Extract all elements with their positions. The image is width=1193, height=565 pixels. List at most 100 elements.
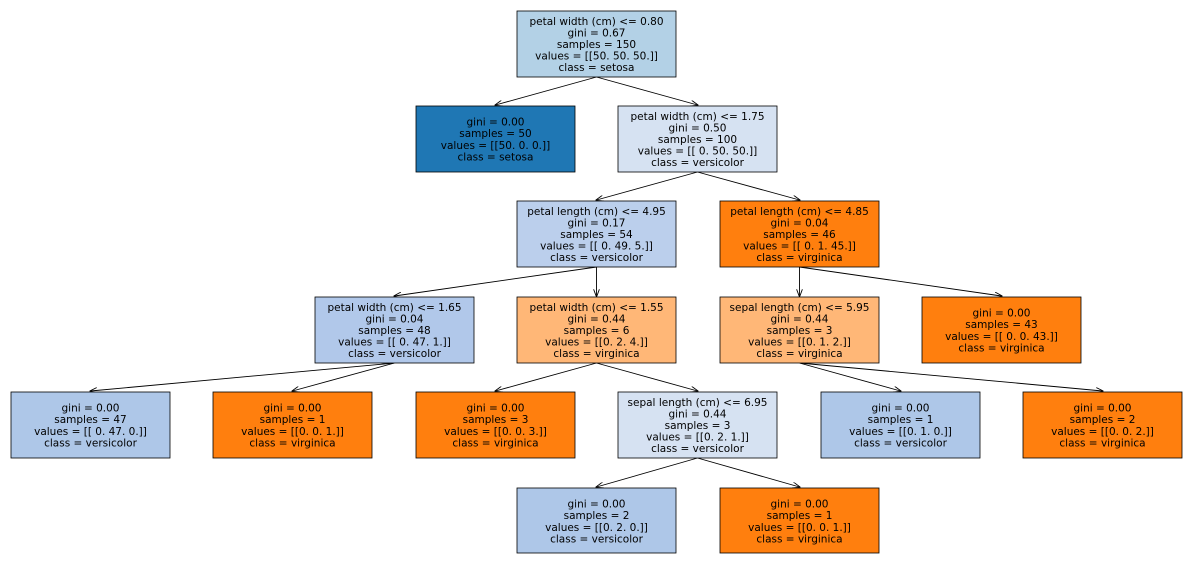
- node-text-line: gini = 0.00: [567, 499, 625, 511]
- node-text-line: class = virginica: [553, 348, 639, 360]
- node-text-line: gini = 0.17: [567, 217, 625, 229]
- node-text-line: values = [[ 0. 0. 43.]]: [945, 331, 1058, 343]
- node-text-line: petal width (cm) <= 1.55: [529, 302, 663, 314]
- node-text-line: values = [[50. 50. 50.]]: [535, 51, 658, 63]
- node-text-line: class = virginica: [958, 342, 1044, 354]
- node-text-line: class = setosa: [559, 62, 635, 74]
- node-text-line: values = [[0. 1. 0.]]: [849, 426, 952, 438]
- node-text-line: gini = 0.00: [466, 117, 524, 129]
- node-text-line: sepal length (cm) <= 5.95: [730, 302, 870, 314]
- node-text-line: values = [[50. 0. 0.]]: [441, 140, 550, 152]
- node-text-line: class = setosa: [458, 151, 534, 163]
- node-text-line: values = [[0. 1. 2.]]: [748, 337, 851, 349]
- tree-edge: [597, 457, 698, 487]
- tree-edge: [496, 362, 597, 391]
- node-text-line: petal width (cm) <= 1.65: [327, 302, 461, 314]
- node-text-line: values = [[ 0. 1. 45.]]: [743, 241, 856, 253]
- node-text-line: class = virginica: [249, 437, 335, 449]
- node-text-line: values = [[0. 2. 0.]]: [545, 522, 648, 534]
- node-text-line: gini = 0.44: [668, 408, 726, 420]
- node-box: [415, 105, 576, 173]
- node-text-line: samples = 50: [459, 128, 531, 140]
- node-box: [212, 391, 373, 459]
- node-text-line: class = versicolor: [550, 533, 643, 545]
- node-text-line: gini = 0.67: [567, 27, 625, 39]
- node-box: [617, 105, 778, 173]
- tree-edge: [596, 76, 698, 105]
- node-box: [719, 487, 880, 554]
- node-text-line: sepal length (cm) <= 6.95: [628, 397, 768, 409]
- node-text-line: samples = 46: [763, 229, 836, 241]
- node-text-line: gini = 0.00: [1073, 403, 1131, 415]
- node-text-line: gini = 0.04: [365, 313, 423, 325]
- node-text-line: samples = 3: [665, 420, 731, 432]
- node-box: [516, 200, 677, 268]
- node-text-line: gini = 0.00: [871, 403, 929, 415]
- node-text-line: values = [[0. 0. 3.]]: [444, 426, 547, 438]
- node-text-line: class = versicolor: [854, 437, 947, 449]
- node-text-line: samples = 43: [965, 319, 1037, 331]
- node-text-line: class = virginica: [756, 348, 842, 360]
- node-box: [10, 391, 171, 459]
- node-text-line: petal width (cm) <= 1.75: [630, 111, 764, 123]
- node-text-line: class = versicolor: [44, 437, 137, 449]
- node-text-line: samples = 3: [463, 414, 529, 426]
- node-text-line: gini = 0.00: [61, 403, 119, 415]
- node-text-line: values = [[0. 0. 2.]]: [1051, 426, 1154, 438]
- node-box: [617, 391, 778, 459]
- node-box: [516, 487, 677, 554]
- tree-edge: [697, 171, 800, 200]
- tree-edge: [799, 266, 1002, 296]
- tree-edge: [91, 362, 395, 391]
- node-text-line: class = versicolor: [348, 348, 441, 360]
- node-text-line: samples = 54: [560, 229, 633, 241]
- node-box: [415, 391, 576, 459]
- tree-edge: [697, 457, 800, 487]
- node-text-line: samples = 2: [1070, 414, 1136, 426]
- tree-edge: [799, 362, 901, 391]
- node-text-line: values = [[ 0. 47. 0.]]: [34, 426, 147, 438]
- node-text-line: gini = 0.00: [263, 403, 321, 415]
- node-text-line: samples = 100: [658, 134, 737, 146]
- node-box: [719, 200, 880, 268]
- node-text-line: samples = 150: [557, 39, 636, 51]
- node-text-line: samples = 48: [358, 325, 430, 337]
- node-text-line: petal width (cm) <= 0.80: [529, 16, 663, 28]
- node-text-line: values = [[0. 0. 1.]]: [748, 522, 851, 534]
- node-text-line: gini = 0.00: [972, 308, 1030, 320]
- node-box: [516, 296, 677, 364]
- node-text-line: class = versicolor: [550, 252, 643, 264]
- node-text-line: samples = 3: [767, 325, 833, 337]
- tree-edge: [596, 362, 698, 391]
- node-text-line: gini = 0.44: [567, 313, 625, 325]
- node-box: [1022, 391, 1183, 459]
- node-text-line: class = versicolor: [651, 443, 744, 455]
- node-text-line: petal length (cm) <= 4.95: [527, 206, 666, 218]
- node-text-line: class = virginica: [756, 533, 842, 545]
- edges-layer: [91, 76, 1103, 487]
- node-box: [516, 10, 677, 78]
- node-box: [314, 296, 475, 364]
- node-text-line: class = virginica: [452, 437, 538, 449]
- tree-edge: [799, 362, 1103, 391]
- node-text-line: gini = 0.50: [668, 122, 726, 134]
- tree-edge: [496, 76, 597, 105]
